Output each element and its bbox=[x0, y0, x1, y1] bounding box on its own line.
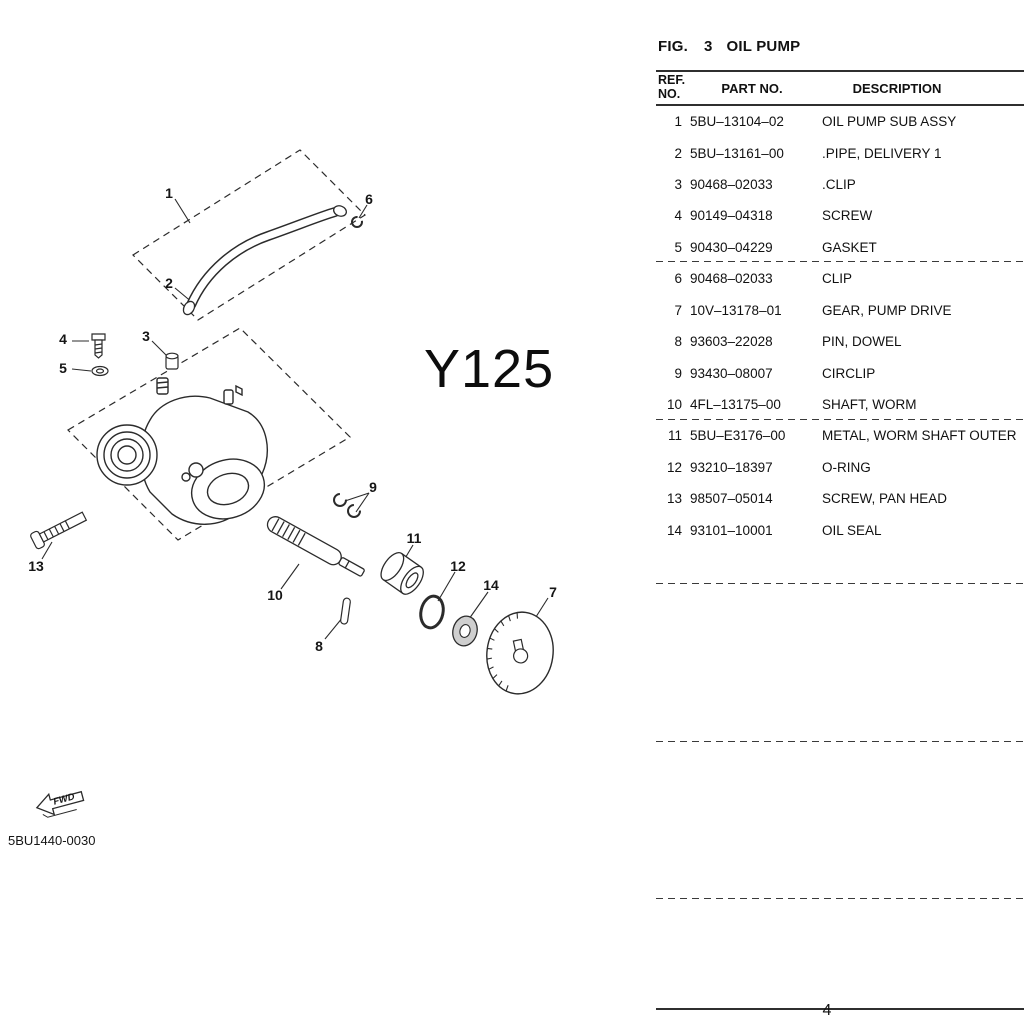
part-no-cell: 98507–05014 bbox=[690, 491, 773, 507]
part-no-cell: 93101–10001 bbox=[690, 522, 773, 538]
part-no-cell: 5BU–13161–00 bbox=[690, 145, 784, 161]
description-cell: METAL, WORM SHAFT OUTER bbox=[822, 428, 1017, 444]
callout-5: 5 bbox=[59, 360, 67, 376]
model-label: Y125 bbox=[424, 339, 555, 399]
fig-number: 3 bbox=[703, 38, 713, 55]
callout-6: 6 bbox=[365, 191, 373, 207]
description-cell: O-RING bbox=[822, 459, 871, 475]
ref-no-cell: 4 bbox=[674, 208, 682, 224]
description-cell: SHAFT, WORM bbox=[822, 397, 917, 412]
callout-12: 12 bbox=[450, 558, 466, 574]
part-no-cell: 5BU–E3176–00 bbox=[690, 428, 786, 444]
ref-no-cell: 13 bbox=[666, 491, 682, 507]
description-cell: OIL PUMP SUB ASSY bbox=[822, 114, 957, 130]
table-row: 2 5BU–13161–00 .PIPE, DELIVERY 1 bbox=[656, 137, 1024, 168]
part-no-cell: 93430–08007 bbox=[690, 365, 773, 381]
description-cell: CIRCLIP bbox=[822, 365, 876, 381]
table-row: 10 4FL–13175–00 SHAFT, WORM bbox=[656, 389, 1024, 420]
description-header: DESCRIPTION bbox=[852, 81, 942, 96]
description-cell: SCREW bbox=[822, 208, 873, 224]
part-no-cell: 90468–02033 bbox=[690, 271, 773, 287]
group-separator bbox=[656, 741, 1024, 743]
ref-no-header: REF. NO. bbox=[658, 73, 686, 101]
part-no-header: PART NO. bbox=[721, 81, 783, 96]
table-row: 8 93603–22028 PIN, DOWEL bbox=[656, 326, 1024, 357]
table-row: 6 90468–02033 CLIP bbox=[656, 263, 1024, 294]
ref-no-cell: 14 bbox=[666, 522, 682, 538]
table-row: 3 90468–02033 .CLIP bbox=[656, 169, 1024, 200]
description-cell: GEAR, PUMP DRIVE bbox=[822, 302, 952, 318]
ref-no-cell: 2 bbox=[674, 145, 682, 161]
description-cell: SCREW, PAN HEAD bbox=[822, 491, 948, 507]
callout-10: 10 bbox=[267, 587, 283, 603]
drawing-code: 5BU1440-0030 bbox=[8, 833, 96, 848]
ref-no-cell: 6 bbox=[674, 271, 682, 287]
callout-8: 8 bbox=[315, 638, 323, 654]
ref-no-cell: 8 bbox=[674, 334, 682, 350]
header-bottom-rule bbox=[656, 104, 1024, 106]
description-cell: PIN, DOWEL bbox=[822, 334, 902, 350]
part-no-cell: 93210–18397 bbox=[690, 459, 773, 475]
ref-no-cell: 12 bbox=[666, 459, 682, 475]
exploded-view-drawing bbox=[30, 149, 554, 818]
part-no-cell: 90430–04229 bbox=[690, 239, 773, 255]
table-row: 11 5BU–E3176–00 METAL, WORM SHAFT OUTER bbox=[656, 420, 1024, 451]
group-separator bbox=[656, 898, 1024, 900]
part-no-cell: 4FL–13175–00 bbox=[690, 397, 781, 412]
description-cell: GASKET bbox=[822, 239, 877, 255]
header-top-rule bbox=[656, 70, 1024, 72]
ref-no-cell: 7 bbox=[674, 302, 682, 318]
description-cell: .CLIP bbox=[822, 177, 856, 193]
callout-14: 14 bbox=[483, 577, 499, 593]
description-cell: CLIP bbox=[822, 271, 853, 287]
part-no-cell: 10V–13178–01 bbox=[690, 302, 782, 318]
parts-table-panel: FIG. 3 OIL PUMP REF. NO. PART NO. DESCRIPT… bbox=[656, 0, 1024, 1024]
callout-11: 11 bbox=[406, 530, 422, 546]
part-no-cell: 90468–02033 bbox=[690, 177, 773, 193]
group-separator bbox=[656, 583, 1024, 585]
group-separator bbox=[656, 261, 1024, 263]
table-row: 7 10V–13178–01 GEAR, PUMP DRIVE bbox=[656, 295, 1024, 326]
ref-no-cell: 1 bbox=[674, 114, 682, 130]
table-row: 1 5BU–13104–02 OIL PUMP SUB ASSY bbox=[656, 106, 1024, 137]
table-row: 4 90149–04318 SCREW bbox=[656, 200, 1024, 231]
part-no-cell: 90149–04318 bbox=[690, 208, 773, 224]
table-row: 5 90430–04229 GASKET bbox=[656, 232, 1024, 263]
group-separator bbox=[656, 419, 1024, 421]
table-row: 9 93430–08007 CIRCLIP bbox=[656, 357, 1024, 388]
callout-7: 7 bbox=[549, 584, 557, 600]
ref-no-cell: 10 bbox=[666, 397, 682, 412]
table-row: 12 93210–18397 O-RING bbox=[656, 452, 1024, 483]
ref-no-cell: 11 bbox=[667, 428, 682, 444]
table-header: REF. NO. PART NO. DESCRIPTION bbox=[656, 72, 1024, 104]
exploded-diagram: 1 2 3 4 5 6 7 8 9 10 11 12 13 14 Y125 FW… bbox=[8, 149, 557, 848]
callout-13: 13 bbox=[28, 558, 44, 574]
fig-name: OIL PUMP bbox=[726, 38, 801, 55]
fig-title: FIG. 3 OIL PUMP bbox=[658, 38, 800, 55]
table-row: 13 98507–05014 SCREW, PAN HEAD bbox=[656, 483, 1024, 514]
page-number: 4 bbox=[822, 1002, 832, 1019]
callout-4: 4 bbox=[59, 331, 67, 347]
fig-label: FIG. bbox=[658, 38, 688, 55]
callout-2: 2 bbox=[165, 275, 173, 291]
callout-1: 1 bbox=[165, 185, 173, 201]
fwd-arrow-icon bbox=[35, 790, 85, 818]
description-cell: OIL SEAL bbox=[822, 522, 882, 538]
part-no-cell: 5BU–13104–02 bbox=[690, 114, 784, 130]
table-rows: 1 5BU–13104–02 OIL PUMP SUB ASSY 2 5BU–1316… bbox=[656, 106, 1024, 546]
description-cell: .PIPE, DELIVERY 1 bbox=[822, 145, 942, 161]
ref-no-cell: 9 bbox=[674, 365, 682, 381]
footer-rule bbox=[656, 1008, 1024, 1010]
part-no-cell: 93603–22028 bbox=[690, 334, 773, 350]
callout-3: 3 bbox=[142, 328, 150, 344]
callout-9: 9 bbox=[369, 479, 377, 495]
ref-no-cell: 5 bbox=[674, 239, 682, 255]
ref-no-cell: 3 bbox=[674, 177, 682, 193]
